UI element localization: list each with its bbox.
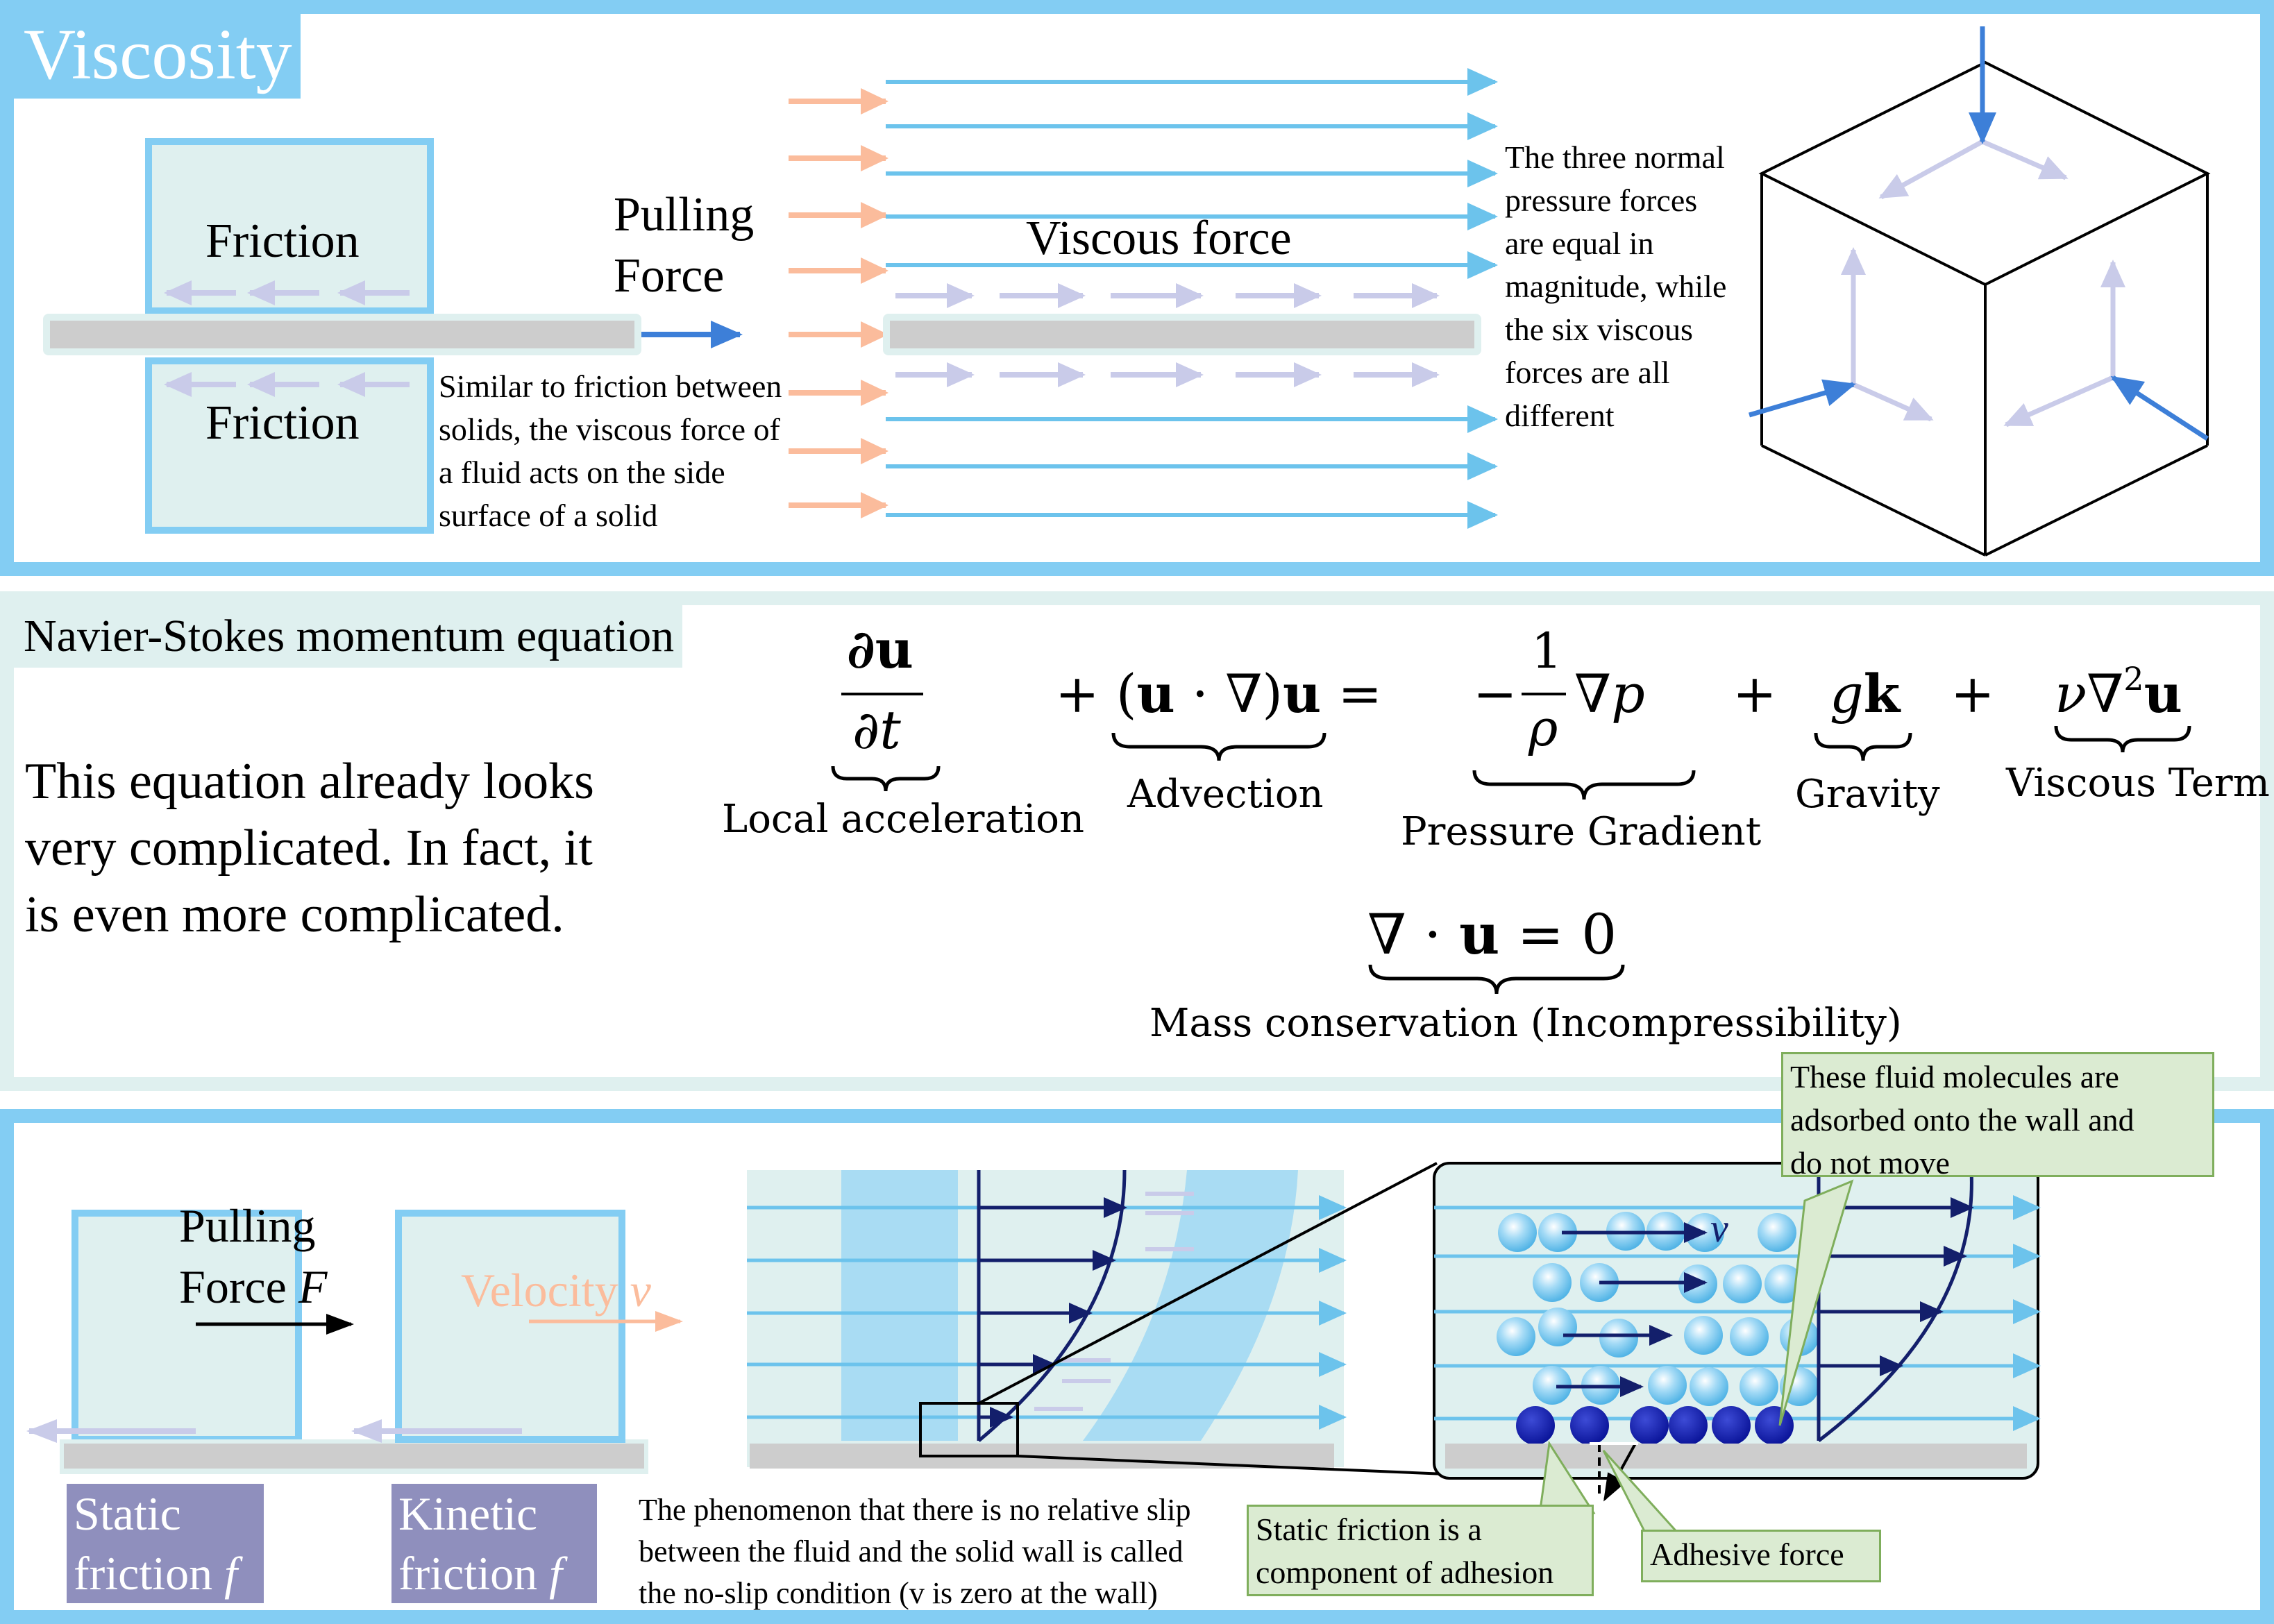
adsorbed-line-2: adsorbed onto the wall and [1790,1102,2134,1137]
solid-note-line-1: Similar to friction between [439,369,782,404]
pulling-force-label: Pulling Force [614,185,754,307]
remark-line-1: This equation already looks [25,753,594,810]
solid-note-line-3: a fluid acts on the side [439,455,725,490]
cube-pressure-arrows [1749,26,2209,441]
no-slip-line-2: between the fluid and the solid wall is … [639,1534,1184,1568]
static-friction-line-1: Static [74,1487,181,1540]
no-slip-note: The phenomenon that there is no relative… [639,1489,1190,1614]
velocity-text: Velocity [461,1264,618,1317]
pressure-note: The three normal pressure forces are equ… [1505,136,1727,437]
label-advection: Advection [1127,772,1324,817]
label-mass-conservation: Mass conservation (Incompressibility) [1149,1001,1902,1046]
pressure-note-line-5: the six viscous [1505,312,1693,347]
static-friction-label: Static friction f [67,1484,264,1603]
friction-bottom-label: Friction [205,396,360,450]
adhesive-force-callout: Adhesive force [1641,1530,1881,1582]
no-slip-line-3: the no-slip condition (v is zero at the … [639,1576,1158,1610]
pressure-note-line-1: The three normal [1505,139,1725,175]
remark-line-2: very complicated. In fact, it [25,820,593,877]
force-symbol: F [298,1260,328,1313]
velocity-symbol: v [630,1264,651,1317]
label-viscous-term: Viscous Term [2006,761,2270,806]
pulling-force-f-line-1: Pulling [179,1199,316,1252]
pulling-force-line-2: Force [614,249,725,303]
static-friction-line-2: friction [74,1547,213,1600]
kinetic-friction-line-1: Kinetic [398,1487,538,1540]
label-gravity: Gravity [1795,772,1940,817]
label-pressure-gradient: Pressure Gradient [1401,809,1762,854]
kinetic-friction-label: Kinetic friction f [391,1484,597,1603]
adsorbed-line-3: do not move [1790,1145,1950,1181]
fluid-cube [1758,60,2211,557]
friction-symbol: f [224,1547,238,1600]
viscous-arrows [895,283,1440,387]
cube-viscous-arrows [1841,139,2125,428]
friction-box-top [145,138,434,314]
pressure-note-line-3: are equal in [1505,226,1654,261]
no-slip-line-1: The phenomenon that there is no relative… [639,1493,1191,1527]
adsorbed-callout: These fluid molecules are adsorbed onto … [1781,1052,2214,1181]
pressure-note-line-4: magnitude, while [1505,269,1727,304]
panel-title: Viscosity [14,14,301,99]
viscous-force-label: Viscous force [1026,212,1292,265]
pulling-force-line-1: Pulling [614,188,755,242]
label-local-acceleration: Local acceleration [722,797,1085,842]
static-adhesion-line-1: Static friction is a [1256,1512,1482,1547]
orange-inflow-arrows [789,88,888,518]
solid-note-line-2: solids, the viscous force of [439,412,780,447]
complexity-remark: This equation already looks very complic… [25,748,594,948]
friction-symbol: f [549,1547,563,1600]
solid-note-line-4: surface of a solid [439,498,658,533]
solid-plate-right [890,321,1474,348]
remark-line-3: is even more complicated. [25,886,564,943]
panel-title: Navier-Stokes momentum equation [14,605,683,668]
static-adhesion-line-2: component of adhesion [1256,1555,1554,1590]
pressure-note-line-6: forces are all [1505,355,1670,390]
pressure-note-line-7: different [1505,398,1615,433]
solid-plate-left [50,321,634,348]
pressure-note-line-2: pressure forces [1505,183,1698,218]
pulling-force-f-label: Pulling Force F [179,1195,327,1317]
friction-top-label: Friction [205,214,360,268]
molecule-velocity-label: v [1710,1206,1728,1251]
pulling-force-f-line-2: Force [179,1260,287,1313]
static-adhesion-callout: Static friction is a component of adhesi… [1247,1505,1594,1596]
friction-box-bottom [145,357,434,534]
kinetic-friction-line-2: friction [398,1547,538,1600]
velocity-label: Velocity v [461,1263,651,1318]
solid-friction-note: Similar to friction between solids, the … [439,365,782,537]
navier-stokes-panel: Navier-Stokes momentum equation [0,591,2274,1091]
viscosity-diagram [43,26,2211,557]
fluid-streamlines [886,68,1498,529]
adsorbed-line-1: These fluid molecules are [1790,1059,2119,1094]
